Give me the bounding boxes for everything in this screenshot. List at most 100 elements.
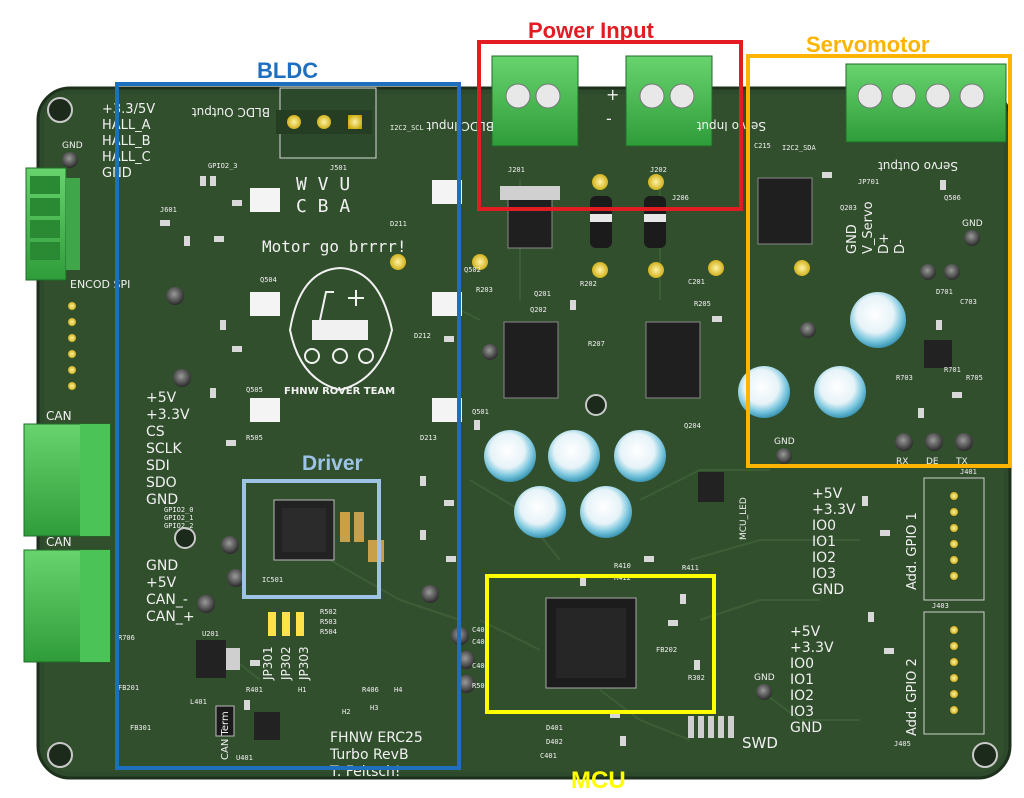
silkscreen-text: +3.3/5V (102, 102, 155, 117)
silkscreen-text: J202 (650, 166, 667, 174)
silkscreen-text: IO0 (812, 518, 836, 534)
silkscreen-text: D212 (414, 332, 431, 340)
servo-ic (924, 340, 952, 368)
gpio1-pin-block: +5V +3.3V IO0 IO1 IO2 IO3 GND (812, 486, 856, 598)
silkscreen-text: IC501 (262, 576, 283, 584)
annotation-mcu: MCU (485, 574, 716, 794)
usb-ic (698, 472, 724, 502)
silkscreen-text: Q202 (530, 306, 547, 314)
mcu-led-label: MCU_LED (739, 497, 749, 540)
silkscreen-text: RX (896, 457, 908, 467)
silkscreen-text: R706 (118, 634, 135, 642)
gnd-label-rs485: GND (774, 437, 795, 447)
silkscreen-text: GPIO2_3 (208, 162, 238, 170)
power-pads (472, 174, 810, 278)
silkscreen-text: R411 (682, 564, 699, 572)
silkscreen-text: IO0 (790, 656, 814, 672)
gpio2-header (923, 611, 985, 735)
annotation-servomotor: Servomotor (746, 32, 1012, 468)
silkscreen-text: SDO (146, 475, 177, 491)
servomotor-box (746, 54, 1012, 468)
phase-top-text: W V U (296, 174, 350, 195)
hall-pin-block: +3.3/5V HALL_A HALL_B HALL_C GND (102, 102, 155, 181)
phase-bottom-text: C B A (296, 196, 350, 217)
silkscreen-text: R410 (614, 562, 631, 570)
silkscreen-text: D- (893, 239, 908, 254)
silkscreen-text: C402 (472, 626, 489, 634)
silkscreen-text: R505 (246, 434, 263, 442)
silkscreen-text: R705 (966, 374, 983, 382)
silkscreen-text: HALL_B (102, 134, 151, 149)
rs485-pads (895, 433, 973, 451)
silkscreen-text: +5V (146, 390, 177, 406)
silkscreen-text: Q204 (684, 422, 701, 430)
mounting-holes (47, 97, 998, 768)
refdes-labels: J501 J201 J202 J206 J401 J403 J405 J601 … (118, 124, 983, 762)
silkscreen-text: FB202 (656, 646, 677, 654)
silkscreen-text: GND (146, 558, 178, 574)
silkscreen-text: +3.3V (146, 407, 190, 423)
can-connector-1 (23, 423, 111, 537)
power-input-connector-1 (491, 55, 579, 147)
can-connector-2 (23, 549, 111, 663)
silkscreen-text: IO1 (812, 534, 836, 550)
silkscreen-text: +5V (146, 575, 177, 591)
silkscreen-text: H4 (394, 686, 402, 694)
silkscreen-text: CAN_- (146, 592, 188, 608)
rover-team-logo (288, 266, 394, 392)
silkscreen-text: FB301 (130, 724, 151, 732)
silkscreen-text: R703 (896, 374, 913, 382)
silkscreen-text: C404 (472, 662, 489, 670)
silkscreen-text: J206 (672, 194, 689, 202)
silkscreen-text: U401 (236, 754, 253, 762)
gnd-label-servo: GND (962, 219, 983, 229)
power-input-box (477, 40, 743, 211)
power-mosfets (500, 177, 813, 399)
silkscreen-text: J601 (160, 206, 177, 214)
silkscreen-text: R401 (246, 686, 263, 694)
silkscreen-text: CAN_+ (146, 609, 195, 625)
silkscreen-text: C201 (688, 278, 705, 286)
annotation-driver: Driver (242, 452, 381, 599)
gnd-label-swd: GND (754, 673, 775, 683)
silkscreen-text: D701 (936, 288, 953, 296)
silkscreen-text: GND (845, 224, 860, 254)
silkscreen-text: FHNW ERC25 (330, 730, 423, 746)
silkscreen-text: Q501 (472, 408, 489, 416)
silkscreen-text: J405 (894, 740, 911, 748)
silkscreen-text: GPIO2_2 (164, 522, 194, 530)
add-gpio2-label: Add. GPIO 2 (905, 658, 920, 736)
silkscreen-text: GND (812, 582, 844, 598)
add-gpio1-label: Add. GPIO 1 (905, 512, 920, 590)
silkscreen-text: DE (926, 457, 939, 467)
annotation-bldc: BLDC (115, 58, 461, 770)
silkscreen-text: FB201 (118, 684, 139, 692)
silkscreen-text: R207 (588, 340, 605, 348)
encoder-connector (25, 167, 80, 281)
silkscreen-text: JP303 (297, 646, 311, 681)
silkscreen-text: IO3 (790, 704, 814, 720)
silkscreen-text: IO2 (790, 688, 814, 704)
gnd-label-hall: GND (62, 141, 83, 151)
smd-components (160, 172, 962, 746)
silkscreen-text: IO2 (812, 550, 836, 566)
silkscreen-text: C215 (754, 142, 771, 150)
annotation-power-input: Power Input (477, 18, 743, 211)
silkscreen-text: CS (146, 424, 165, 440)
can-pin-block: GND +5V CAN_- CAN_+ (146, 558, 195, 625)
silkscreen-text: JP301 (261, 646, 275, 681)
silkscreen-text: J401 (960, 468, 977, 476)
silkscreen-text: R502 (320, 608, 337, 616)
silkscreen-text: Turbo RevB (329, 747, 409, 763)
bulk-capacitors (484, 292, 906, 538)
power-input-connector-2 (625, 55, 713, 147)
silkscreen-text: H1 (298, 686, 306, 694)
encod-spi-label: ENCOD SPI (70, 278, 130, 291)
swd-label: SWD (742, 734, 778, 752)
silkscreen-text: V_Servo (861, 201, 876, 254)
silkscreen-text: R406 (362, 686, 379, 694)
rover-team-text: FHNW ROVER TEAM (284, 386, 395, 397)
driver-label: Driver (302, 452, 363, 475)
silkscreen-text: HALL_A (102, 118, 151, 133)
